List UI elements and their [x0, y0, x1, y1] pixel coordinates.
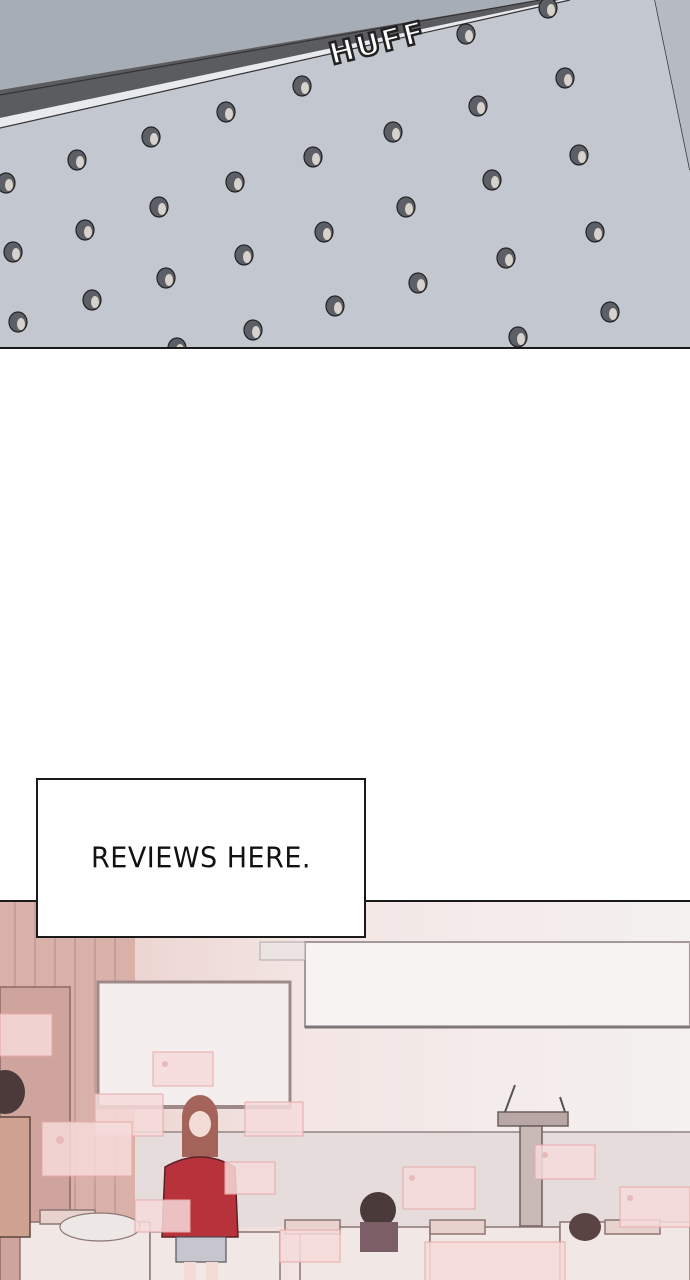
ceiling-hole-highlight [176, 344, 184, 347]
ceiling-hole-highlight [301, 82, 309, 94]
ceiling-hole-highlight [312, 153, 320, 165]
ceiling-hole-highlight [323, 228, 331, 240]
ceiling-hole-highlight [465, 30, 473, 42]
ceiling-hole-highlight [252, 326, 260, 338]
ceiling-hole-highlight [84, 226, 92, 238]
ceiling-hole-highlight [578, 151, 586, 163]
ceiling-hole-highlight [12, 248, 20, 260]
ceiling-hole-highlight [91, 296, 99, 308]
ceiling-hole-highlight [417, 279, 425, 291]
ceiling-panel: HUFF [0, 0, 690, 349]
ceiling-hole-highlight [243, 251, 251, 263]
ceiling-hole-highlight [405, 203, 413, 215]
ceiling-hole-highlight [76, 156, 84, 168]
ceiling-hole-highlight [505, 254, 513, 266]
ceiling-hole-highlight [234, 178, 242, 190]
ceiling-hole-highlight [564, 74, 572, 86]
caption-text: REVIEWS HERE. [91, 841, 311, 875]
ceiling-hole-highlight [477, 102, 485, 114]
ceiling-hole-highlight [491, 176, 499, 188]
ceiling-illustration [0, 0, 690, 347]
ceiling-hole-highlight [225, 108, 233, 120]
ceiling-hole-highlight [334, 302, 342, 314]
ceiling-hole-highlight [17, 318, 25, 330]
ceiling-hole-highlight [5, 179, 13, 191]
ceiling-hole-highlight [609, 308, 617, 320]
ceiling-hole-highlight [517, 333, 525, 345]
caption-box: REVIEWS HERE. [36, 778, 366, 938]
ceiling-hole-highlight [392, 128, 400, 140]
ceiling-hole-highlight [150, 133, 158, 145]
ceiling-hole-highlight [547, 4, 555, 16]
ceiling-hole-highlight [158, 203, 166, 215]
ceiling-hole-highlight [165, 274, 173, 286]
classroom-illustration [0, 902, 690, 1280]
ceiling-hole-highlight [594, 228, 602, 240]
classroom-panel [0, 900, 690, 1280]
